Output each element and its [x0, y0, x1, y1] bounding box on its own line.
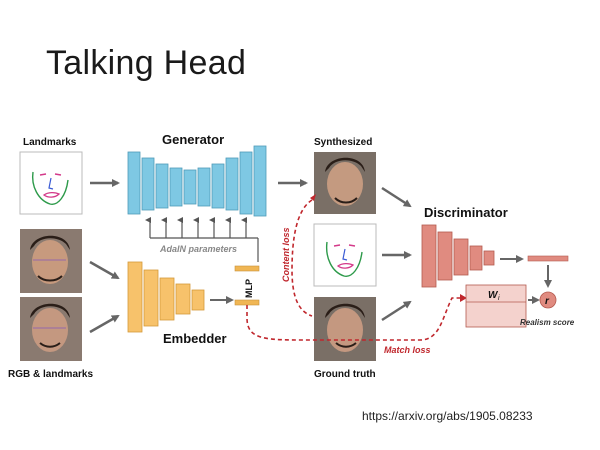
embedder-block: [127, 261, 205, 333]
generator-label: Generator: [162, 132, 224, 147]
rgb-face-image-2: [20, 297, 82, 361]
arrow-synthesized-to-discriminator: [381, 186, 412, 208]
adain-arrows: [145, 217, 259, 262]
discriminator-landmarks-image: [313, 223, 377, 287]
content-loss-line: [291, 199, 313, 317]
arrow-rgb1-to-embedder: [89, 260, 120, 280]
landmarks-label: Landmarks: [23, 137, 77, 148]
mlp-label: MLP: [244, 279, 254, 298]
wi-subscript: i: [498, 295, 500, 302]
realism-score-node: [539, 291, 557, 309]
synthesized-label: Synthesized: [314, 137, 372, 148]
source-url: https://arxiv.org/abs/1905.08233: [362, 409, 533, 423]
rgb-landmarks-label: RGB & landmarks: [8, 369, 93, 380]
arrow-ground-truth-to-discriminator: [381, 300, 412, 322]
realism-score-label: Realism score: [520, 318, 575, 327]
wi-label: W: [488, 290, 499, 301]
landmarks-image: [19, 151, 83, 215]
match-loss-arrowhead: [460, 294, 467, 302]
discriminator-label: Discriminator: [424, 205, 508, 220]
match-loss-line: [246, 297, 462, 341]
ground-truth-image: [314, 297, 376, 361]
adain-parameters-label: AdaIN parameters: [159, 244, 237, 254]
slide-title: Talking Head: [46, 44, 247, 82]
arrow-rgb2-to-embedder: [89, 314, 120, 334]
content-loss-label: Content loss: [281, 227, 291, 282]
ground-truth-label: Ground truth: [314, 369, 376, 380]
wi-block: [465, 284, 527, 328]
match-loss-label: Match loss: [384, 345, 431, 355]
discriminator-output-vector: [527, 255, 569, 262]
synthesized-image: [314, 152, 376, 214]
generator-block: [127, 145, 267, 217]
discriminator-block: [421, 224, 495, 288]
content-loss-arrowhead: [310, 194, 316, 201]
realism-score-symbol: r: [545, 296, 550, 307]
embedder-label: Embedder: [163, 331, 227, 346]
rgb-face-image-1: [20, 229, 82, 293]
